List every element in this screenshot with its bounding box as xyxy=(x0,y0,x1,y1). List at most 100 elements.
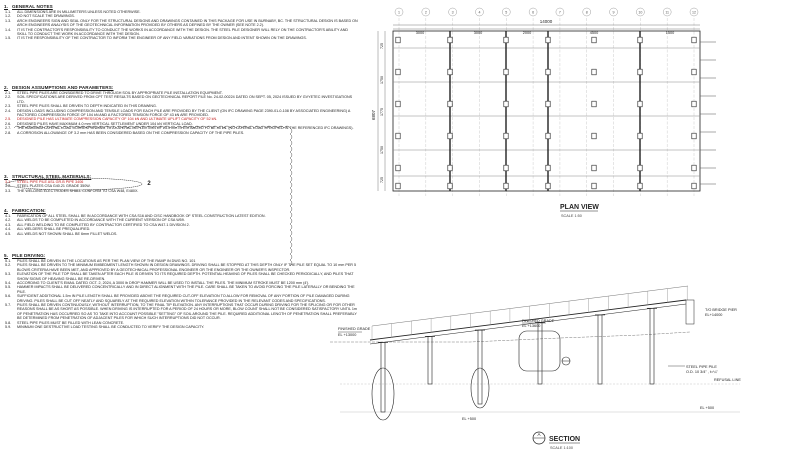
note-number: 5.3. xyxy=(5,272,12,277)
note-item: 5.6.SUFFICIENT ADDITIONAL 1.5m IN PILE L… xyxy=(4,294,364,303)
note-item: 2.4. DESIGN LOADS INCLUDING COMPRESSION A… xyxy=(4,109,364,118)
note-item: 5.3. ELEVATION OF THE PILE TOP SHALL BE T… xyxy=(4,272,364,281)
section-title: DESIGN ASSUMPTIONS AND PARAMETERS: xyxy=(12,85,114,90)
note-number: 5.7. xyxy=(5,303,12,308)
plan-top-dim: 3000 xyxy=(416,31,424,35)
note-text: DO NOT SCALE THE DRAWINGS. xyxy=(17,14,75,19)
note-text: SUFFICIENT ADDITIONAL 1.5m IN PILE LENGT… xyxy=(17,294,350,303)
section-number: 5. xyxy=(4,253,9,258)
plan-pile xyxy=(447,36,453,44)
note-text: ARCH ENGINEERS SIGN AND SEAL ONLY FOR TH… xyxy=(17,18,358,28)
grid-bubble xyxy=(475,7,484,17)
section-pile xyxy=(597,314,603,385)
note-number: 2.1. xyxy=(5,91,12,95)
note-text: IT IS THE CONTRACTOR'S RESPONSIBILITY TO… xyxy=(17,27,349,37)
note-item: 2.1.STEEL PIPE PILES ARE CONSIDERED TO D… xyxy=(4,91,364,95)
plan-pile xyxy=(591,182,597,190)
plan-pile xyxy=(545,100,551,108)
finished-grade-left-label: FINISHED GRADE xyxy=(338,327,371,331)
grid-bubble xyxy=(609,7,618,17)
grid-bubble xyxy=(582,7,591,17)
note-number: 4.1. xyxy=(5,214,12,218)
plan-pile xyxy=(545,164,551,172)
note-text: ALL DIMENSIONS ARE IN MILLIMETERS UNLESS… xyxy=(17,10,141,14)
plan-pile xyxy=(691,100,697,108)
grid-number: 6 xyxy=(532,11,534,15)
plan-left-dim: 1750 xyxy=(380,146,384,154)
plan-pile xyxy=(591,100,597,108)
note-number: 4.3. xyxy=(5,222,12,227)
note-number: 5.2. xyxy=(5,263,12,268)
grid-number: 9 xyxy=(613,11,615,15)
plan-pile xyxy=(545,36,551,44)
note-text: SOIL SPECIFICATIONS ARE DERIVED FROM CPT… xyxy=(17,95,353,104)
section-marker-letter: A xyxy=(537,432,540,437)
el-bottom-label: EL +500 xyxy=(700,406,714,410)
grid-number: 11 xyxy=(665,11,669,15)
plan-pile xyxy=(637,182,643,190)
section-title: SECTION xyxy=(549,436,580,443)
plan-pile xyxy=(637,68,643,76)
note-number: 2.4. xyxy=(5,108,12,113)
el-right-label: EL+14000 xyxy=(705,313,722,317)
note-number: 4.5. xyxy=(5,231,12,236)
plan-pile xyxy=(395,132,401,140)
grid-number: 8 xyxy=(586,11,588,15)
section-pile xyxy=(477,329,483,405)
note-number: 2.5. xyxy=(5,117,12,122)
plan-pile xyxy=(591,164,597,172)
section-pile-driving: 5. PILE DRIVING: 5.1.PILES SHALL BE DRIV… xyxy=(4,253,364,330)
el-left-label: EL +13000 xyxy=(338,333,356,337)
plan-pile xyxy=(691,182,697,190)
plan-pile xyxy=(545,132,551,140)
refusal-line-label: REFUSAL LINE xyxy=(714,378,741,382)
plan-pile xyxy=(637,36,643,44)
pile-size-label: O.D. 10 3/4" , t=¼" xyxy=(686,370,718,374)
grid-number: 12 xyxy=(692,11,696,15)
railing-posts xyxy=(371,286,688,340)
plan-left-dim: 725 xyxy=(380,177,384,183)
section-view: FINISHED GRADE EL +13000 FINISHED GRADE … xyxy=(330,285,741,450)
plan-top-dim: 3000 xyxy=(474,31,482,35)
grid-number: 5 xyxy=(505,11,507,15)
plan-pile xyxy=(691,68,697,76)
plan-pile xyxy=(503,132,509,140)
note-item: 1.5.IT IS THE RESPONSIBILITY OF THE CONT… xyxy=(4,36,364,40)
note-number: 2.8. xyxy=(5,130,12,135)
note-item: 1.1.ALL DIMENSIONS ARE IN MILLIMETERS UN… xyxy=(4,10,364,14)
section-number: 1. xyxy=(4,4,9,9)
grid-bubble xyxy=(555,7,565,17)
grid-bubble xyxy=(394,7,404,17)
note-item: 5.5.HAMMER IMPACTS SHALL BE DELIVERED CO… xyxy=(4,285,364,294)
bridge-pier-label: T/O BRIDGE PIER xyxy=(705,308,737,312)
note-text: ELEVATION OF THE PILE TOP SHALL BE TAKEN… xyxy=(17,272,354,281)
note-number: 4.4. xyxy=(5,227,12,232)
plan-piles xyxy=(395,36,697,190)
plan-pile xyxy=(503,100,509,108)
plan-pile xyxy=(545,182,551,190)
note-number: 5.9. xyxy=(5,325,12,330)
grid-bubble xyxy=(689,7,699,17)
plan-pile xyxy=(503,36,509,44)
grid-number: 3 xyxy=(452,11,454,15)
notes-list: 5.1.PILES SHALL BE DRIVEN IN THE LOCATIO… xyxy=(4,259,364,330)
detail-callout-pile-tip-2 xyxy=(470,367,490,409)
section-pile xyxy=(649,308,655,385)
plan-top-dim: 4500 xyxy=(590,31,598,35)
note-number: 4.2. xyxy=(5,218,12,223)
plan-left-dim: 1750 xyxy=(380,76,384,84)
note-number: 5.4. xyxy=(5,281,12,286)
note-item: 1.2.DO NOT SCALE THE DRAWINGS. xyxy=(4,14,364,18)
note-text: ACCORDING TO CLIENT'S EMAIL DATED OCT. 2… xyxy=(17,281,310,286)
note-text: DESIGNED PILES HAVE MAXIMUM 4.0 mm VERTI… xyxy=(17,121,193,126)
note-item: 5.7.PILES SHALL BE DRIVEN CONTINUOUSLY, … xyxy=(4,303,364,321)
section-piles xyxy=(378,307,657,413)
grid-bubble xyxy=(636,7,645,17)
grid-bubble xyxy=(448,7,457,17)
section-pile xyxy=(380,342,386,413)
grid-bubble xyxy=(502,7,511,17)
note-text: DESIGN LOADS INCLUDING COMPRESSION AND T… xyxy=(17,108,351,118)
